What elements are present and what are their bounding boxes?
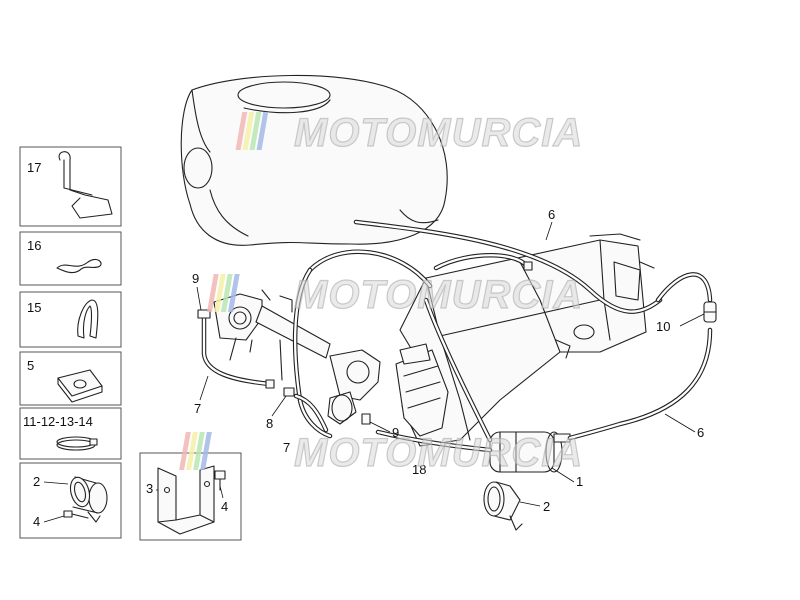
rubber-sleeve-main bbox=[483, 481, 523, 531]
callout-7-left: 7 bbox=[194, 401, 201, 416]
callout-10: 10 bbox=[656, 319, 670, 334]
callout-9-top: 9 bbox=[192, 271, 199, 286]
callout-2-main: 2 bbox=[543, 499, 550, 514]
hose-fittings bbox=[197, 261, 717, 425]
watermark-stripe bbox=[227, 274, 240, 312]
part-box-16: 16 bbox=[19, 231, 122, 286]
watermark-logo: MOTOMURCIA bbox=[206, 272, 583, 318]
hose-clamp-icon bbox=[56, 436, 98, 451]
callout-6-right: 6 bbox=[697, 425, 704, 440]
watermark-stripe bbox=[242, 112, 255, 150]
bolt-icon bbox=[214, 470, 226, 491]
watermark-stripe bbox=[206, 274, 219, 312]
fitting-top bbox=[523, 261, 533, 271]
part-box-5: 5 bbox=[19, 351, 122, 406]
mounting-bracket-icon bbox=[157, 465, 215, 535]
watermark-text: MOTOMURCIA bbox=[294, 431, 583, 475]
part-box-2-4: 2 4 bbox=[19, 462, 122, 539]
fuel-tank bbox=[180, 74, 448, 246]
callout-8: 8 bbox=[266, 416, 273, 431]
watermark-stripe bbox=[256, 112, 269, 150]
watermark-stripe bbox=[249, 112, 262, 150]
rubber-sleeve-icon bbox=[69, 476, 108, 523]
watermark-logo: MOTOMURCIA bbox=[179, 430, 583, 476]
clamp-hose-7 bbox=[265, 379, 275, 389]
callout-7-mid: 7 bbox=[283, 440, 290, 455]
watermark-logo: MOTOMURCIA bbox=[235, 110, 583, 156]
watermark-stripe bbox=[179, 432, 191, 470]
callout-4-box: 4 bbox=[33, 514, 40, 529]
callout-6-top: 6 bbox=[548, 207, 555, 222]
watermark-text: MOTOMURCIA bbox=[294, 111, 583, 155]
callout-15: 15 bbox=[27, 300, 41, 315]
watermark-stripe bbox=[193, 432, 205, 470]
part-box-17: 17 bbox=[19, 146, 122, 227]
clip-spring-icon bbox=[58, 151, 113, 219]
watermark-text: MOTOMURCIA bbox=[294, 273, 583, 317]
cable-tie-icon bbox=[77, 299, 99, 339]
callout-11-12-13-14: 11-12-13-14 bbox=[23, 414, 93, 429]
fitting-8 bbox=[283, 387, 295, 397]
callout-17: 17 bbox=[27, 160, 41, 175]
callout-3: 3 bbox=[146, 481, 153, 496]
airbox-assembly bbox=[395, 233, 655, 447]
check-valve-10 bbox=[703, 301, 717, 323]
fitting-9-mid bbox=[361, 413, 371, 425]
callout-5: 5 bbox=[27, 358, 34, 373]
fitting-9-top bbox=[197, 309, 211, 319]
watermark-stripe bbox=[213, 274, 226, 312]
wire-clip-icon bbox=[56, 258, 102, 274]
callout-1: 1 bbox=[576, 474, 583, 489]
part-box-15: 15 bbox=[19, 291, 122, 348]
callouts-main: 9 7 8 9 7 18 6 10 6 1 2 bbox=[192, 207, 704, 514]
watermark-stripe bbox=[235, 112, 248, 150]
part-box-11-14: 11-12-13-14 bbox=[19, 407, 122, 460]
screw-icon bbox=[63, 510, 89, 519]
watermark-stripe bbox=[200, 432, 212, 470]
watermark-stripe bbox=[186, 432, 198, 470]
callout-2-box: 2 bbox=[33, 474, 40, 489]
callout-4-bracket: 4 bbox=[221, 499, 228, 514]
watermarks: MOTOMURCIA MOTOMURCIA MOTOMURCIA bbox=[179, 110, 583, 476]
watermark-stripe bbox=[220, 274, 233, 312]
callout-9-mid: 9 bbox=[392, 425, 399, 440]
speed-nut-icon bbox=[57, 369, 103, 403]
callout-18: 18 bbox=[412, 462, 426, 477]
callout-16: 16 bbox=[27, 238, 41, 253]
